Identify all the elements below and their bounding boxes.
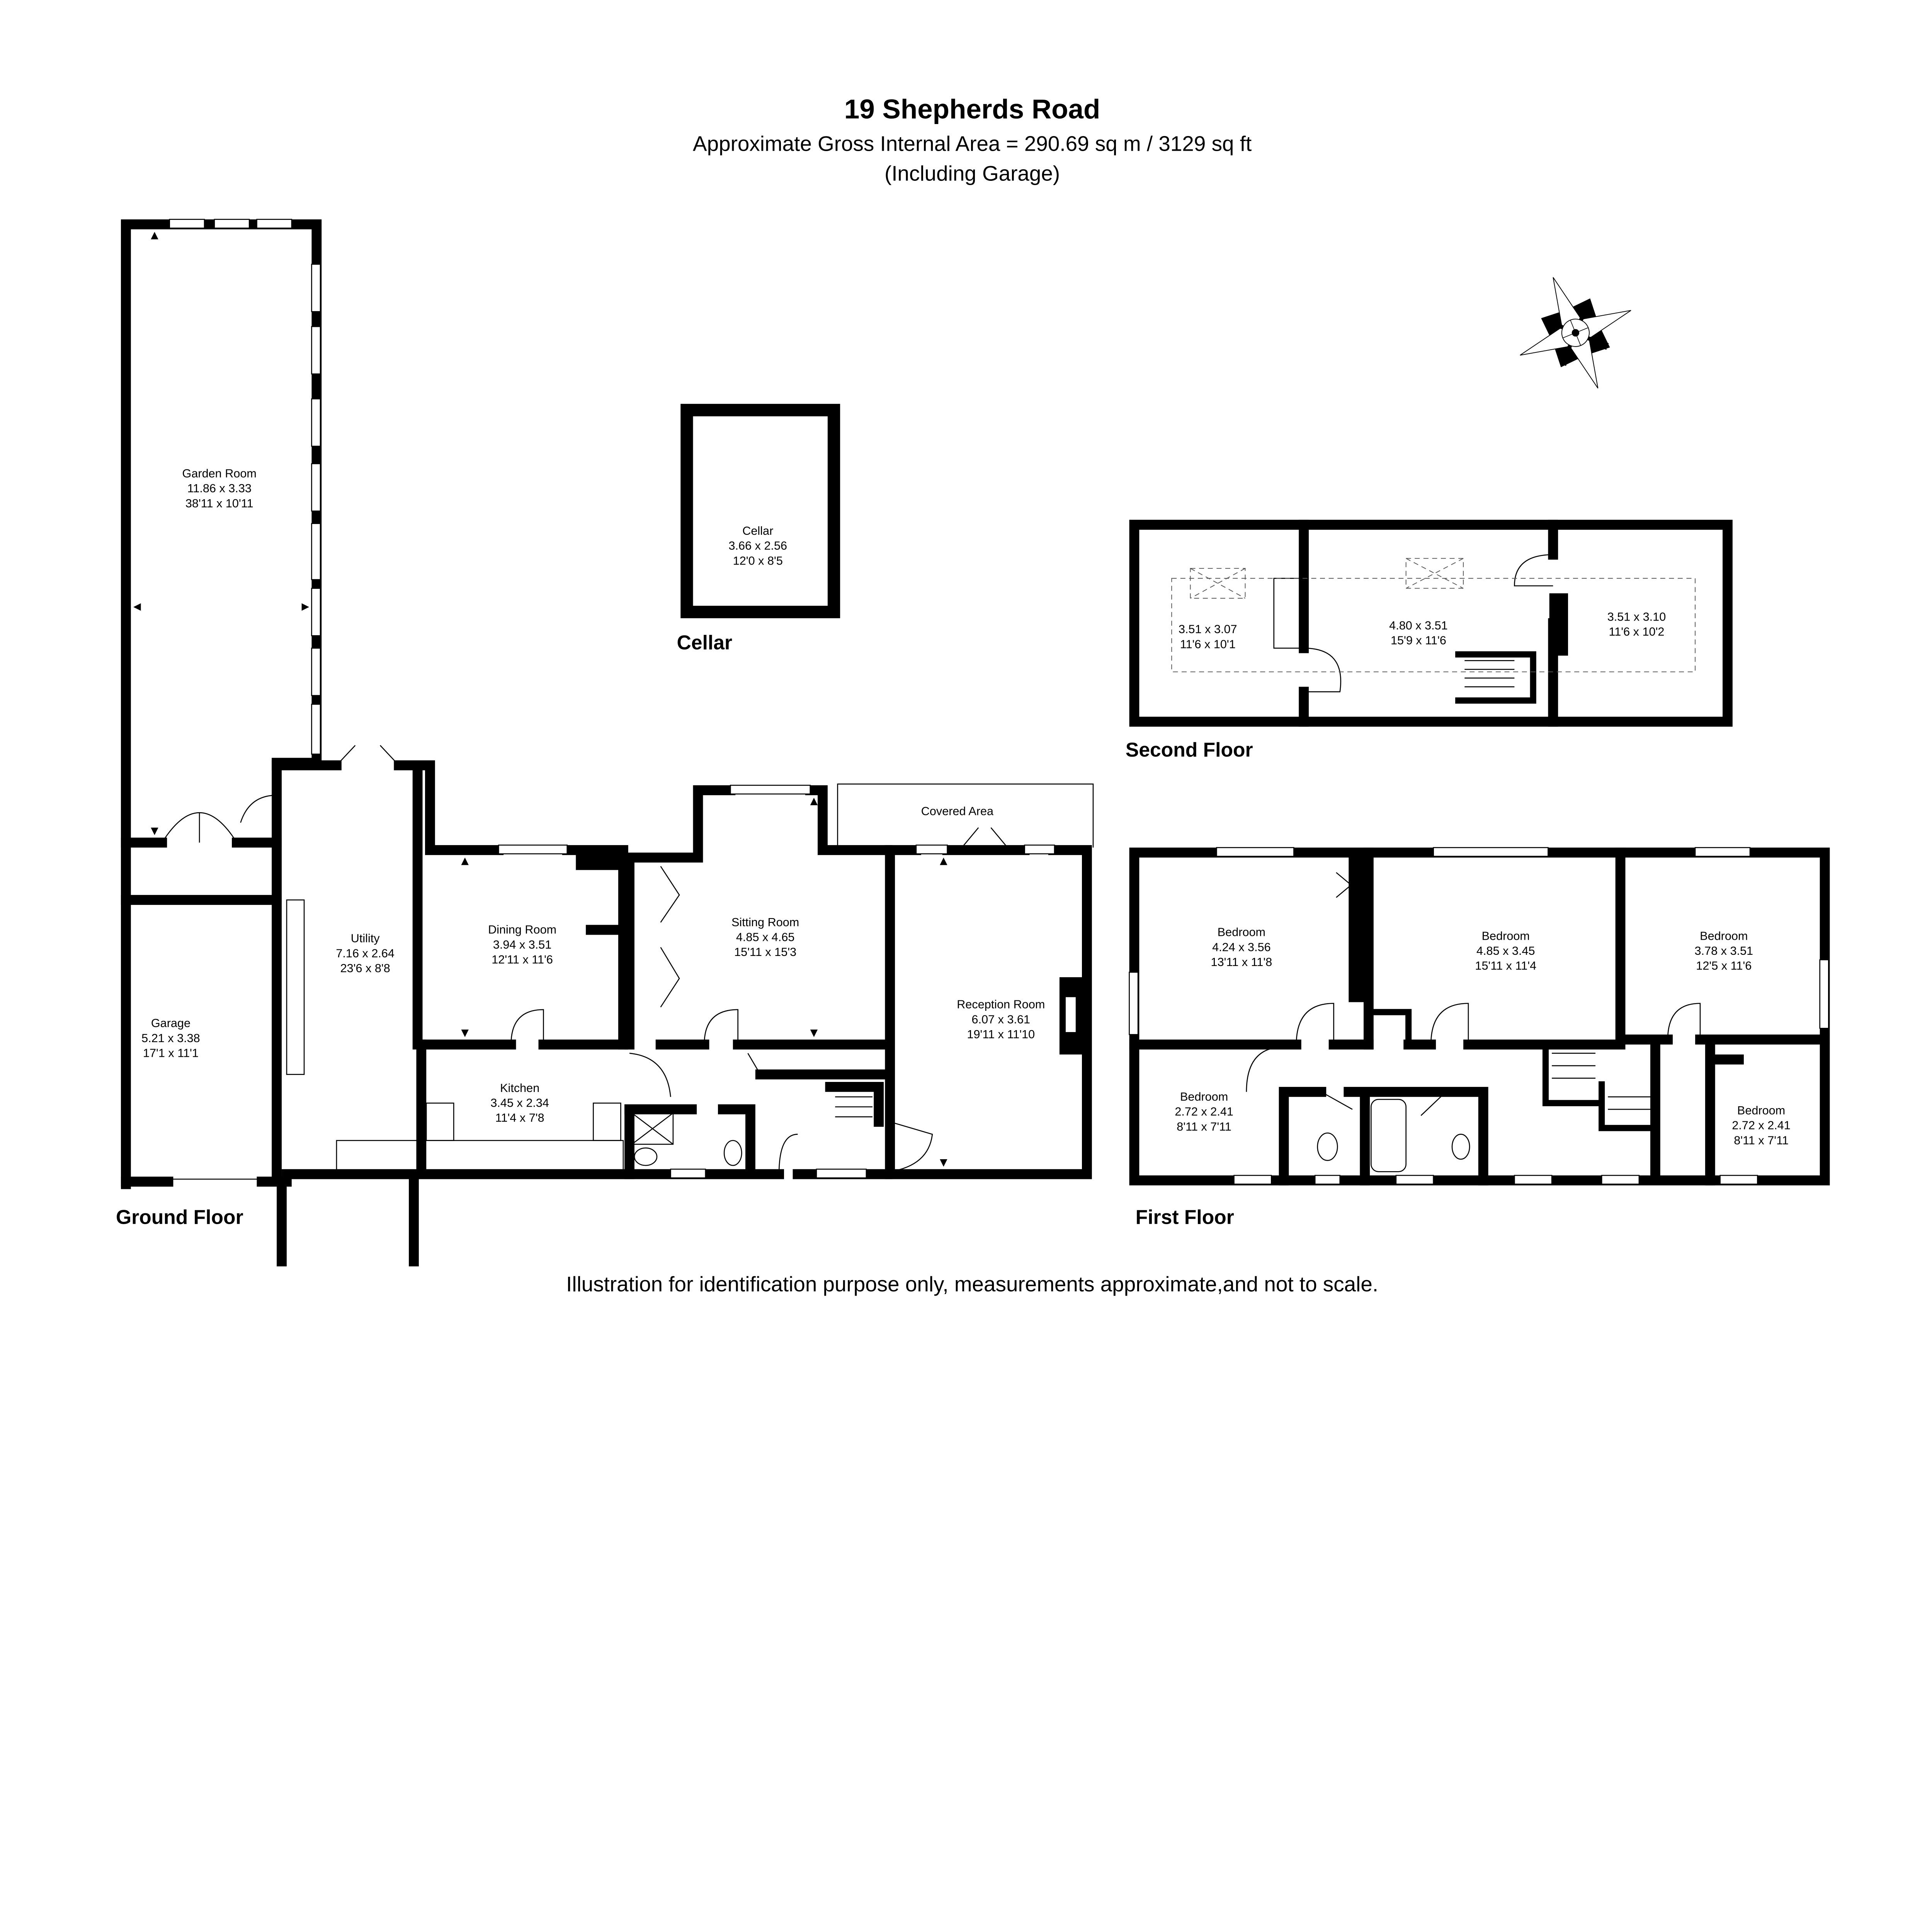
room-label-text: 19'11 x 11'10 [967, 1028, 1035, 1041]
room-kitchen: Kitchen 3.45 x 2.34 11'4 x 7'8 [490, 1082, 549, 1124]
floor-label-cellar: Cellar [677, 631, 732, 654]
room-label-text: 2.72 x 2.41 [1732, 1119, 1791, 1132]
room-label-text: 3.66 x 2.56 [729, 539, 787, 553]
room-label-text: Bedroom [1180, 1090, 1228, 1103]
room-label-text: Kitchen [500, 1082, 539, 1095]
room-label-text: 17'1 x 11'1 [143, 1046, 199, 1060]
room-second-floor-2: 4.80 x 3.51 15'9 x 11'6 [1389, 619, 1448, 647]
room-label-text: 7.16 x 2.64 [336, 947, 395, 960]
room-label-text: Cellar [742, 524, 773, 537]
room-label-text: 15'11 x 15'3 [734, 946, 796, 959]
room-label-text: Garage [151, 1017, 190, 1030]
room-label-text: 13'11 x 11'8 [1211, 956, 1272, 969]
room-garden-room: Garden Room 11.86 x 3.33 38'11 x 10'11 [182, 467, 257, 510]
room-label-text: 6.07 x 3.61 [972, 1013, 1031, 1026]
room-label-text: 3.45 x 2.34 [490, 1097, 549, 1110]
floor-label-ground: Ground Floor [116, 1206, 243, 1228]
floor-label-first: First Floor [1136, 1206, 1234, 1228]
room-second-floor-3: 3.51 x 3.10 11'6 x 10'2 [1607, 610, 1666, 638]
room-cellar: Cellar 3.66 x 2.56 12'0 x 8'5 [729, 524, 787, 567]
room-label-text: Bedroom [1482, 929, 1530, 942]
room-label-text: 12'5 x 11'6 [1696, 959, 1752, 973]
room-bedroom-4: Bedroom 2.72 x 2.41 8'11 x 7'11 [1175, 1090, 1233, 1133]
room-dining-room: Dining Room 3.94 x 3.51 12'11 x 11'6 [488, 923, 556, 966]
floor-label-second: Second Floor [1126, 738, 1253, 761]
room-label-text: Sitting Room [731, 916, 799, 929]
room-reception-room: Reception Room 6.07 x 3.61 19'11 x 11'10 [957, 998, 1045, 1041]
room-covered-area: Covered Area [921, 805, 994, 818]
plan-subtitle: Approximate Gross Internal Area = 290.69… [693, 131, 1252, 155]
room-label-text: 3.51 x 3.10 [1607, 610, 1666, 623]
room-label-text: 8'11 x 7'11 [1734, 1134, 1789, 1147]
room-label-text: 5.21 x 3.38 [141, 1032, 200, 1045]
room-label-text: 4.80 x 3.51 [1389, 619, 1448, 632]
room-label-text: 3.78 x 3.51 [1695, 944, 1753, 957]
room-bedroom-1: Bedroom 4.24 x 3.56 13'11 x 11'8 [1211, 926, 1272, 969]
room-label-text: 4.85 x 4.65 [736, 930, 795, 944]
room-label-text: 11'6 x 10'2 [1609, 625, 1665, 638]
room-label-text: 4.85 x 3.45 [1476, 944, 1535, 957]
room-bedroom-2: Bedroom 4.85 x 3.45 15'11 x 11'4 [1475, 929, 1536, 972]
room-label-text: 38'11 x 10'11 [185, 497, 253, 510]
room-label-text: Reception Room [957, 998, 1045, 1011]
ground-floor-plan [121, 219, 1094, 1267]
room-label-text: Garden Room [182, 467, 257, 480]
compass-icon [1520, 277, 1631, 389]
cellar-plan [680, 404, 840, 618]
room-label-text: 3.94 x 3.51 [493, 938, 552, 951]
room-label-text: 11'6 x 10'1 [1180, 638, 1236, 651]
room-garage: Garage 5.21 x 3.38 17'1 x 11'1 [141, 1017, 200, 1060]
room-label-text: 11'4 x 7'8 [495, 1111, 544, 1124]
room-label-text: Utility [351, 932, 380, 945]
floor-plan: 19 Shepherds Road Approximate Gross Inte… [116, 94, 1830, 1296]
room-label-text: Bedroom [1700, 929, 1748, 942]
room-bedroom-3: Bedroom 3.78 x 3.51 12'5 x 11'6 [1695, 929, 1753, 972]
disclaimer: Illustration for identification purpose … [566, 1272, 1378, 1296]
plan-note: (Including Garage) [884, 162, 1060, 185]
room-label-text: 15'11 x 11'4 [1475, 959, 1536, 973]
room-label-text: Bedroom [1737, 1104, 1785, 1117]
room-label-text: 15'9 x 11'6 [1391, 634, 1446, 647]
room-label-text: 12'0 x 8'5 [733, 554, 783, 567]
room-label-text: Dining Room [488, 923, 556, 936]
room-label-text: 3.51 x 3.07 [1179, 623, 1237, 636]
room-second-floor-1: 3.51 x 3.07 11'6 x 10'1 [1179, 623, 1237, 651]
room-label-text: 11.86 x 3.33 [187, 482, 252, 495]
room-label-text: 12'11 x 11'6 [492, 953, 553, 966]
room-label-text: Bedroom [1218, 926, 1265, 939]
room-label-text: 8'11 x 7'11 [1177, 1120, 1231, 1133]
second-floor-plan [1129, 520, 1733, 727]
room-label-text: 4.24 x 3.56 [1212, 940, 1271, 954]
room-utility: Utility 7.16 x 2.64 23'6 x 8'8 [336, 932, 395, 975]
first-floor-plan [1129, 847, 1830, 1185]
plan-title: 19 Shepherds Road [844, 94, 1100, 124]
room-label-text: 2.72 x 2.41 [1175, 1105, 1233, 1118]
room-bedroom-5: Bedroom 2.72 x 2.41 8'11 x 7'11 [1732, 1104, 1791, 1147]
room-label-text: 23'6 x 8'8 [340, 962, 390, 975]
room-sitting-room: Sitting Room 4.85 x 4.65 15'11 x 15'3 [731, 916, 799, 959]
